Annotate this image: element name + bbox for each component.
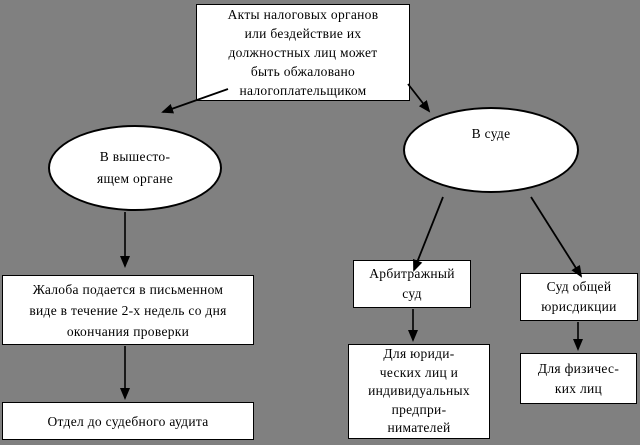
arrow-court-to-general-jurisdiction [530,196,583,278]
complaint-procedure-box: Жалоба подается в письменном виде в тече… [2,275,254,345]
arrow-title-to-court [407,83,431,113]
arbitration-court-box: Арбитражный суд [353,260,471,308]
pretrial-audit-box: Отдел до судебного аудита [2,402,254,440]
general-jurisdiction-court-box: Суд общей юрисдикции [520,273,638,321]
higher-authority-ellipse: В вышесто- ящем органе [48,125,222,211]
title-box: Акты налоговых органов или бездействие и… [196,4,410,101]
individuals-box: Для физичес- ких лиц [520,353,637,404]
court-ellipse: В суде [403,107,579,193]
legal-entities-box: Для юриди- ческих лиц и индивидуальных п… [348,344,490,439]
